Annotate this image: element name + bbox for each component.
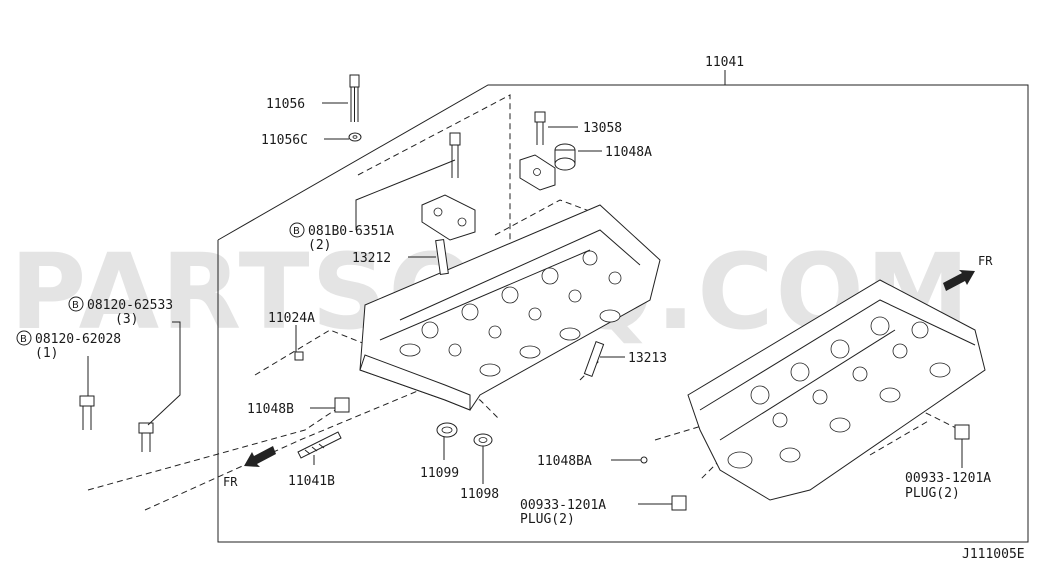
direction-arrow-right-icon — [943, 270, 975, 291]
callout-08120-62533: B 08120-62533 (3) — [68, 296, 173, 327]
circled-b-icon — [16, 330, 32, 346]
gasket-11098 — [473, 433, 493, 447]
label-11024a: 11024A — [268, 311, 315, 326]
label-11056c: 11056C — [261, 133, 308, 148]
label-081b0: 081B0-6351A — [308, 224, 394, 239]
bolt-13058 — [534, 111, 546, 145]
label-11048ba: 11048BA — [537, 454, 592, 469]
diagram-code: J111005E — [962, 547, 1025, 562]
label-08120-62028-qty: (1) — [35, 346, 58, 361]
label-11099: 11099 — [420, 466, 459, 481]
circled-b-letter: B — [72, 300, 79, 311]
circled-b-letter: B — [20, 334, 27, 345]
bolt-08120-62028 — [79, 395, 95, 430]
pin-13212 — [435, 239, 449, 275]
label-11048b: 11048B — [247, 402, 294, 417]
label-13058: 13058 — [583, 121, 622, 136]
label-11048a: 11048A — [605, 145, 652, 160]
label-13212: 13212 — [352, 251, 391, 266]
label-fr-right: FR — [978, 254, 993, 268]
leader-lines — [87, 102, 963, 505]
plug-11048b — [334, 397, 350, 413]
callout-08120-62028: B 08120-62028 (1) — [16, 330, 121, 361]
label-11041: 11041 — [705, 55, 744, 70]
cam-bracket-right — [519, 154, 556, 191]
label-fr-left: FR — [223, 475, 238, 489]
label-plug-left-name: PLUG(2) — [520, 512, 575, 527]
washer-11056c — [348, 132, 362, 142]
seal-11048a — [554, 143, 576, 171]
label-plug-left-number: 00933-1201A — [520, 498, 606, 513]
label-081b0-qty: (2) — [308, 238, 331, 253]
label-08120-62028: 08120-62028 — [35, 332, 121, 347]
direction-arrow-left-icon — [244, 446, 276, 467]
label-13213: 13213 — [628, 351, 667, 366]
cam-bracket-left — [421, 194, 476, 241]
cylinder-head-exploded — [359, 204, 661, 411]
bolt-081b0 — [449, 132, 461, 178]
bolt-11056 — [349, 74, 360, 122]
assembly-frame — [217, 70, 1029, 543]
marker-11048ba — [640, 456, 648, 464]
stud-11041b — [297, 431, 342, 459]
label-08120-62533-qty: (3) — [115, 312, 138, 327]
callout-081b0: B 081B0-6351A (2) — [289, 222, 394, 253]
label-11041b: 11041B — [288, 474, 335, 489]
label-11098: 11098 — [460, 487, 499, 502]
label-08120-62533: 08120-62533 — [87, 298, 173, 313]
label-plug-right-name: PLUG(2) — [905, 486, 960, 501]
circled-b-letter: B — [293, 226, 300, 237]
gasket-11099 — [436, 422, 458, 438]
circled-b-icon — [289, 222, 305, 238]
label-11056: 11056 — [266, 97, 305, 112]
plug-right-part — [954, 424, 970, 440]
plug-left-part — [671, 495, 687, 511]
label-plug-right-number: 00933-1201A — [905, 471, 991, 486]
pin-13213 — [583, 341, 605, 377]
circled-b-icon — [68, 296, 84, 312]
bolt-08120-62533 — [138, 422, 154, 452]
pin-11024a — [294, 351, 304, 361]
cylinder-head-assembled — [687, 279, 986, 501]
